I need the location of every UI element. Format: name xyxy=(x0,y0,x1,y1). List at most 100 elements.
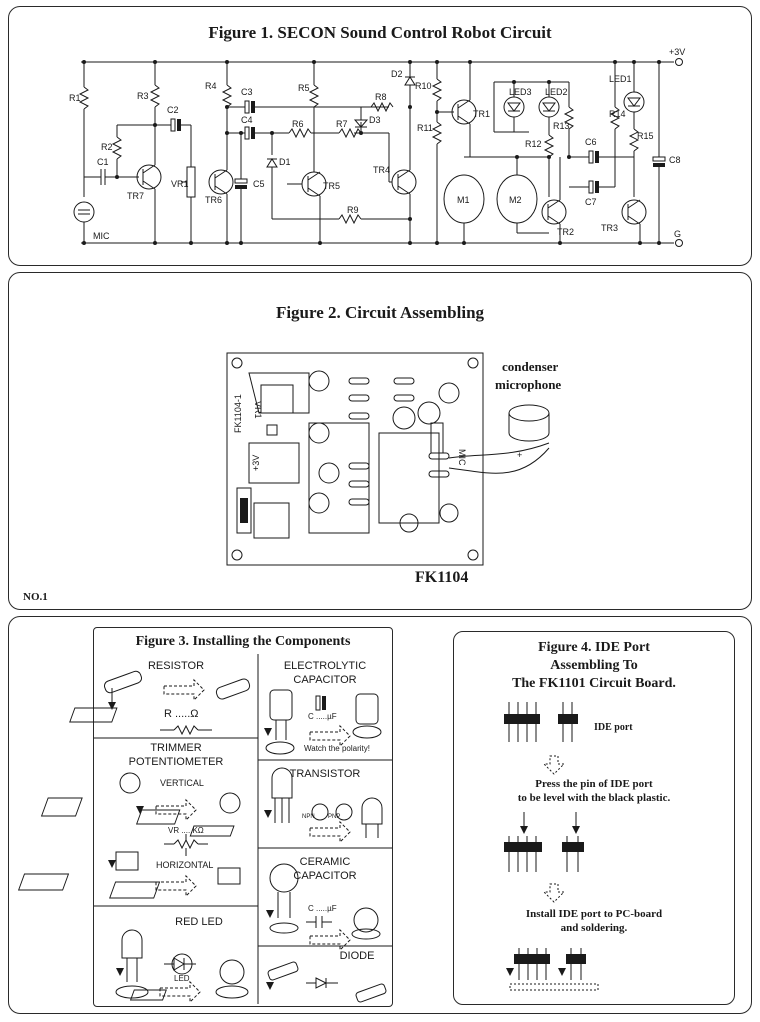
label-tr5: TR5 xyxy=(323,181,340,191)
electrolytic-note: Watch the polarity! xyxy=(304,744,370,753)
mic-symbol xyxy=(73,201,95,223)
label-r4: R4 xyxy=(205,81,217,91)
transistor-title: TRANSISTOR xyxy=(289,768,361,780)
mic-plus-sign: + xyxy=(517,450,522,460)
label-vr1: VR1 xyxy=(171,179,189,189)
label-c7: C7 xyxy=(585,197,597,207)
pcb-board-text: FK1104-1 xyxy=(233,394,243,433)
figure3-4-panel: Figure 3. Installing the Components xyxy=(8,616,752,1014)
label-tr6: TR6 xyxy=(205,195,222,205)
label-m2: M2 xyxy=(509,195,522,205)
label-tr7: TR7 xyxy=(127,191,144,201)
label-tr2: TR2 xyxy=(557,227,574,237)
label-c8: C8 xyxy=(669,155,681,165)
rail-gnd-terminal xyxy=(675,239,683,247)
label-d3: D3 xyxy=(369,115,381,125)
label-r10: R10 xyxy=(415,81,432,91)
pcb-pos-text: +3V xyxy=(251,455,261,471)
label-r13: R13 xyxy=(553,121,570,131)
step2-line1: Install IDE port to PC-board xyxy=(525,908,663,920)
label-c5: C5 xyxy=(253,179,265,189)
label-r3: R3 xyxy=(137,91,149,101)
pcb-mic-text: MIC xyxy=(457,449,467,466)
label-rail-gnd: G xyxy=(674,229,681,239)
tr3-transistor xyxy=(621,199,647,225)
trimmer-title-1: TRIMMER xyxy=(150,742,202,754)
trimmer-symbol: VR .....KΩ xyxy=(168,826,204,835)
label-r8: R8 xyxy=(375,92,387,102)
electrolytic-title-2: CAPACITOR xyxy=(293,674,357,686)
transistor-pnp: PNP xyxy=(328,814,341,820)
label-r14: R14 xyxy=(609,109,626,119)
label-tr4: TR4 xyxy=(373,165,390,175)
resistor-symbol: R .....Ω xyxy=(164,708,199,720)
tr6-transistor xyxy=(208,169,234,195)
label-r15: R15 xyxy=(637,131,654,141)
board-name: FK1104 xyxy=(415,569,469,586)
label-m1: M1 xyxy=(457,195,470,205)
label-r5: R5 xyxy=(298,83,310,93)
transistor-npn: NPN xyxy=(302,814,315,820)
step1-line2: to be level with the black plastic. xyxy=(517,792,671,804)
label-d1: D1 xyxy=(279,157,291,167)
label-r6: R6 xyxy=(292,119,304,129)
figure4-box: Figure 4. IDE Port Assembling To The FK1… xyxy=(453,631,735,1005)
label-d2: D2 xyxy=(391,69,403,79)
label-c6: C6 xyxy=(585,137,597,147)
figure3-title: Figure 3. Installing the Components xyxy=(135,634,351,649)
tr2-transistor xyxy=(541,199,567,225)
trimmer-title-2: POTENTIOMETER xyxy=(128,756,224,768)
ceramic-symbol: C .....µF xyxy=(308,904,337,913)
label-c4: C4 xyxy=(241,115,253,125)
figure3-grid xyxy=(17,654,392,1004)
figure4-title-3: The FK1101 Circuit Board. xyxy=(512,676,676,691)
electrolytic-title-1: ELECTROLYTIC xyxy=(283,660,367,672)
ide-port-diagram xyxy=(504,702,599,991)
mic-label-2: microphone xyxy=(495,377,562,392)
label-r12: R12 xyxy=(525,139,542,149)
electrolytic-symbol: C .....µF xyxy=(308,712,337,721)
label-tr3: TR3 xyxy=(601,223,618,233)
label-c1: C1 xyxy=(97,157,109,167)
label-mic: MIC xyxy=(93,231,110,241)
label-led3: LED3 xyxy=(509,87,532,97)
led3-symbol xyxy=(503,96,525,118)
label-r2: R2 xyxy=(101,142,113,152)
tr7-transistor xyxy=(136,164,162,190)
step1-line1: Press the pin of IDE port xyxy=(535,778,653,790)
pcb-layout: VR1 FK1104-1 +3V MIC + xyxy=(226,352,550,566)
label-r11: R11 xyxy=(417,123,433,133)
label-rail-pos: +3V xyxy=(669,47,685,57)
label-c2: C2 xyxy=(167,105,179,115)
label-tr1: TR1 xyxy=(473,109,490,119)
diode-title: DIODE xyxy=(339,950,375,962)
figure3-box: Figure 3. Installing the Components xyxy=(17,627,393,1007)
led-label: LED xyxy=(174,974,190,983)
label-led2: LED2 xyxy=(545,87,568,97)
ceramic-title-2: CAPACITOR xyxy=(293,870,357,882)
ide-label: IDE port xyxy=(594,722,633,733)
label-c3: C3 xyxy=(241,87,253,97)
page-number: NO.1 xyxy=(23,591,48,603)
trimmer-vertical: VERTICAL xyxy=(160,778,204,788)
label-r9: R9 xyxy=(347,205,359,215)
condenser-microphone xyxy=(508,404,550,422)
figure4-title-1: Figure 4. IDE Port xyxy=(538,640,650,655)
step2-line2: and soldering. xyxy=(560,922,628,934)
rail-pos-terminal xyxy=(675,58,683,66)
figure2-title: Figure 2. Circuit Assembling xyxy=(275,303,485,322)
label-r7: R7 xyxy=(336,119,348,129)
label-r1: R1 xyxy=(69,93,81,103)
led1-symbol xyxy=(623,91,645,113)
ceramic-title-1: CERAMIC xyxy=(299,856,351,868)
mic-label-1: condenser xyxy=(502,359,559,374)
figure4-title-2: Assembling To xyxy=(550,658,638,673)
resistor-title: RESISTOR xyxy=(147,660,205,672)
led-title: RED LED xyxy=(175,916,223,928)
led2-symbol xyxy=(538,96,560,118)
figure1-panel: Figure 1. SECON Sound Control Robot Circ… xyxy=(8,6,752,266)
figure2-panel: Figure 2. Circuit Assembling VR1 FK1104-… xyxy=(8,272,752,610)
pcb-vr-text: VR1 xyxy=(253,401,263,419)
tr1-transistor xyxy=(451,99,477,125)
schematic-diagram: R1 R2 R3 R4 R5 R6 R7 R8 R9 R10 R11 R12 R… xyxy=(69,47,685,247)
